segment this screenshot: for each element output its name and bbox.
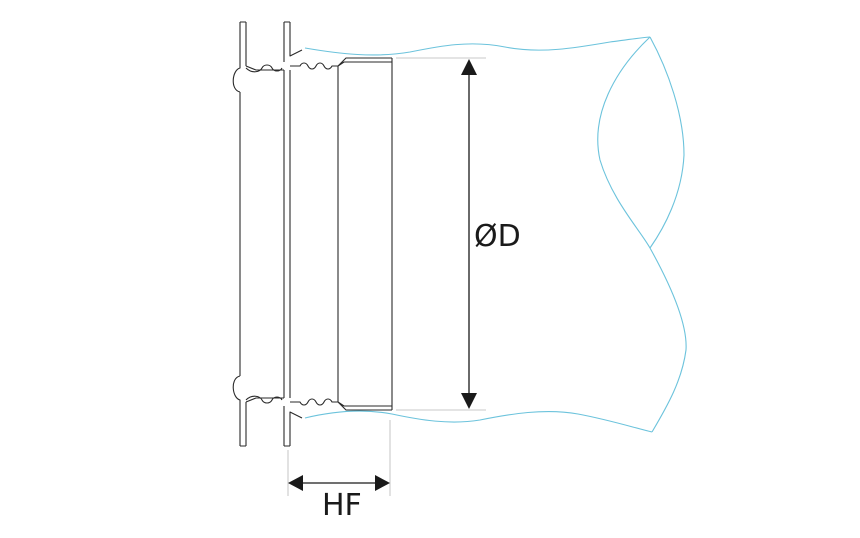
seam-top bbox=[245, 62, 338, 73]
hf-arrow-left-icon bbox=[288, 475, 303, 491]
duct-outline bbox=[304, 36, 687, 433]
extension-lines bbox=[287, 57, 486, 496]
duct-top-edge bbox=[304, 36, 651, 56]
clamp-plate-bottom bbox=[232, 375, 247, 447]
hf-arrow-right-icon bbox=[375, 475, 390, 491]
hf-label: HF bbox=[322, 488, 362, 523]
flange-height-dimension: HF bbox=[288, 475, 390, 523]
sleeve-top bbox=[337, 57, 392, 67]
duct-break-right-curve bbox=[649, 36, 685, 249]
sleeve-bottom bbox=[337, 401, 392, 411]
diameter-arrow-bottom-icon bbox=[461, 393, 477, 409]
clamp-plate-top bbox=[232, 21, 247, 93]
duct-bottom-edge bbox=[304, 410, 653, 433]
seam-bottom bbox=[245, 395, 338, 406]
diameter-dimension: ØD bbox=[461, 59, 521, 409]
diameter-arrow-top-icon bbox=[461, 59, 477, 75]
collar-plate-top bbox=[283, 21, 303, 62]
collar-plate-bottom bbox=[283, 406, 303, 447]
diameter-label: ØD bbox=[474, 219, 521, 254]
duct-break-left-curve bbox=[597, 36, 687, 433]
flange-assembly bbox=[232, 21, 393, 447]
